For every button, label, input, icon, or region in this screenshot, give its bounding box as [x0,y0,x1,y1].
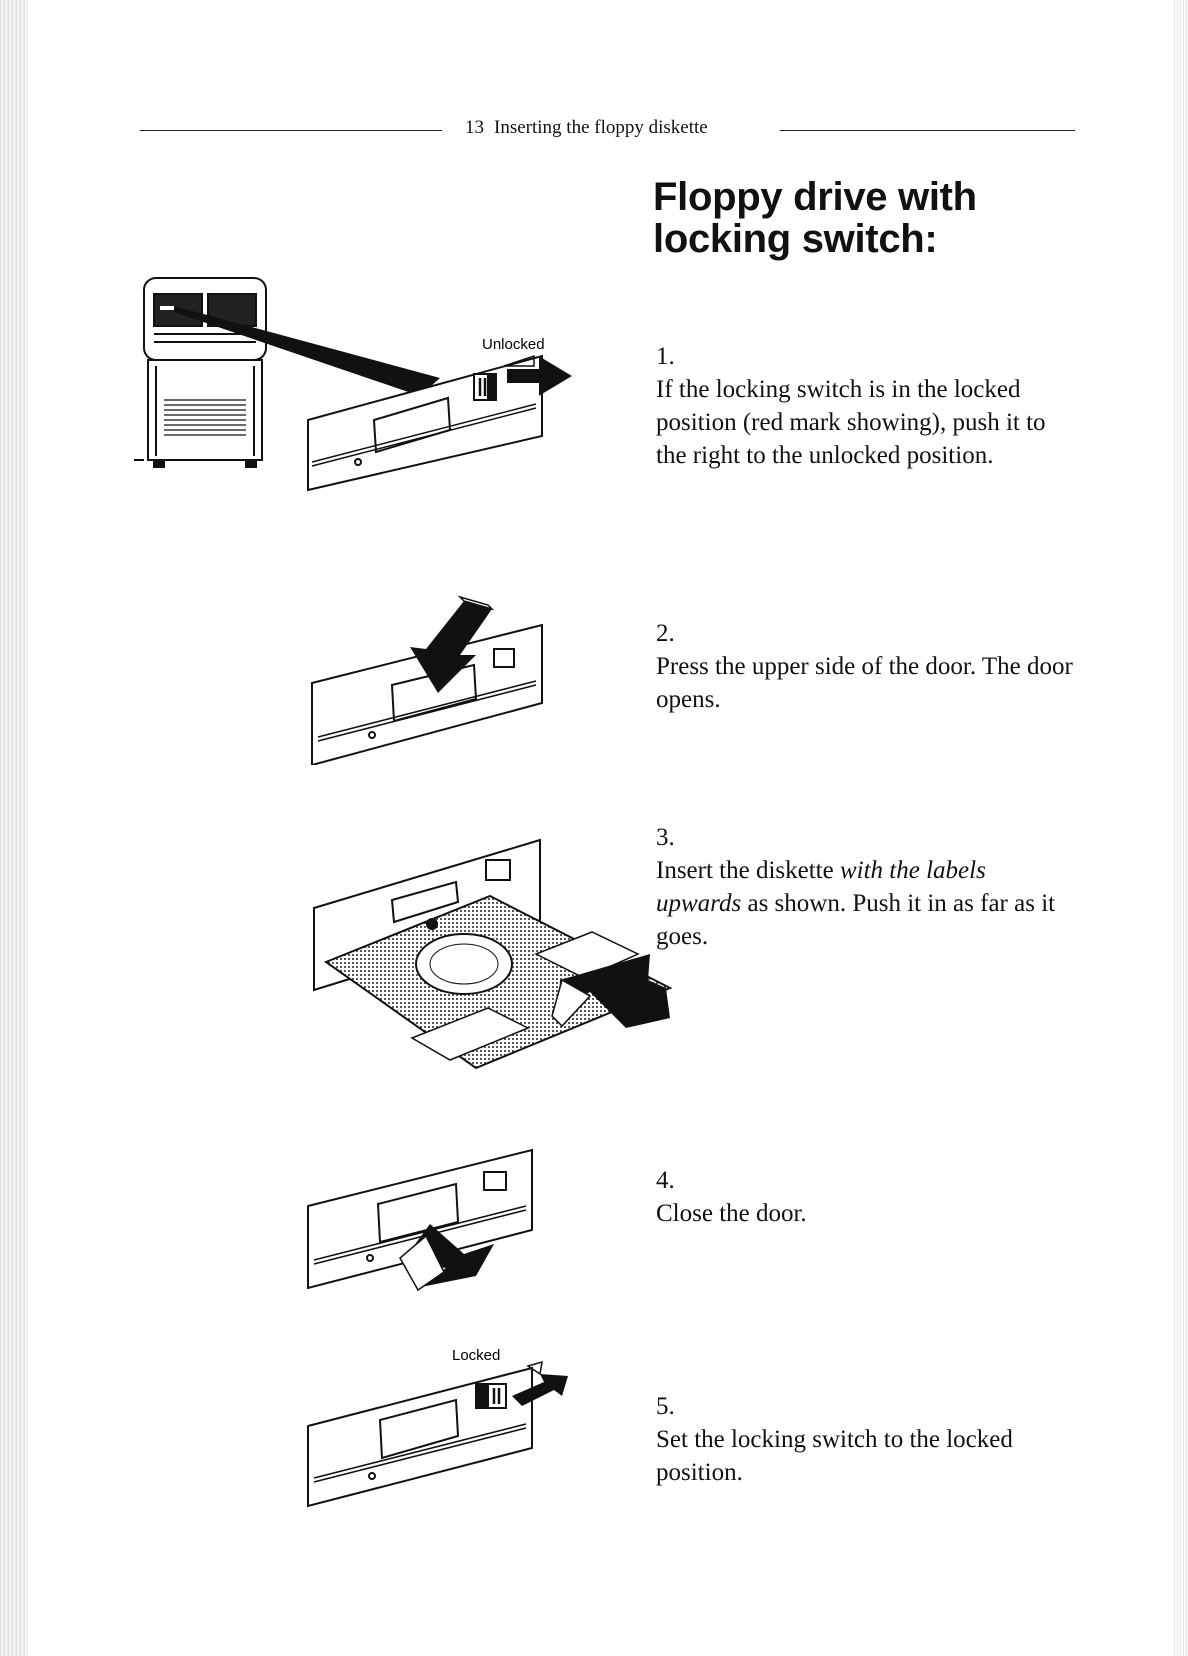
unlocked-label: Unlocked [482,336,545,353]
step-1: 1. If the locking switch is in the locke… [656,340,1076,472]
figure-lock-switch: Locked [307,1347,568,1508]
step-text-before: Insert the diskette [656,857,840,884]
figure-close-door [307,1148,533,1292]
step-text-italic: with the labels upwards [656,857,986,917]
header-rule-left [140,130,442,131]
arrow-right-icon [507,356,572,396]
step-number: 3. [656,824,675,851]
drive-door [378,1398,460,1460]
step-number: 5. [656,1393,675,1420]
page-header: 13 Inserting the floppy diskette [140,117,1075,147]
switch-window [483,1171,507,1191]
step-3: 3. Insert the diskette with the labels u… [656,821,1076,953]
step-2: 2. Press the upper side of the door. The… [656,617,1076,716]
switch-window [493,648,515,668]
step-number: 2. [656,620,675,647]
zoom-wedge [174,306,440,396]
diskette-label-side [534,931,640,979]
switch-window [485,859,511,881]
heading-line-1: Floppy drive with [653,175,977,219]
heading-line-2: locking switch: [653,217,938,261]
page-heading: Floppy drive with locking switch: [653,176,1093,260]
step-number: 4. [656,1167,675,1194]
step-number: 1. [656,343,675,370]
arrow-up-left-icon [558,954,670,1028]
arrow-left-icon [512,1374,568,1406]
section-title: Inserting the floppy diskette [494,117,708,138]
diskette-label-front [410,1007,530,1061]
figure-press-door [311,595,543,765]
step-5: 5. Set the locking switch to the locked … [656,1390,1076,1489]
header-rule-right [780,130,1075,131]
step-4: 4. Close the door. [656,1164,1076,1230]
figure-computer-unlock: Unlocked [134,277,572,492]
step-text-after: as shown. Push it in as far as it goes. [656,890,1056,950]
scan-edge-left [0,0,28,1656]
arrow-down-icon [410,601,492,693]
step-text: Press the upper side of the door. The do… [656,653,1073,713]
drive-door [376,1182,460,1244]
page-number: 13 [465,117,484,138]
step-text: If the locking switch is in the locked p… [656,376,1046,469]
scan-edge-right [1174,0,1188,1656]
locked-label: Locked [452,1347,500,1364]
drive-door [390,880,460,924]
step-text: Set the locking switch to the locked pos… [656,1426,1013,1486]
step-text: Close the door. [656,1200,807,1227]
figure-insert-diskette [313,838,673,1070]
header-title: 13 Inserting the floppy diskette [465,117,708,139]
